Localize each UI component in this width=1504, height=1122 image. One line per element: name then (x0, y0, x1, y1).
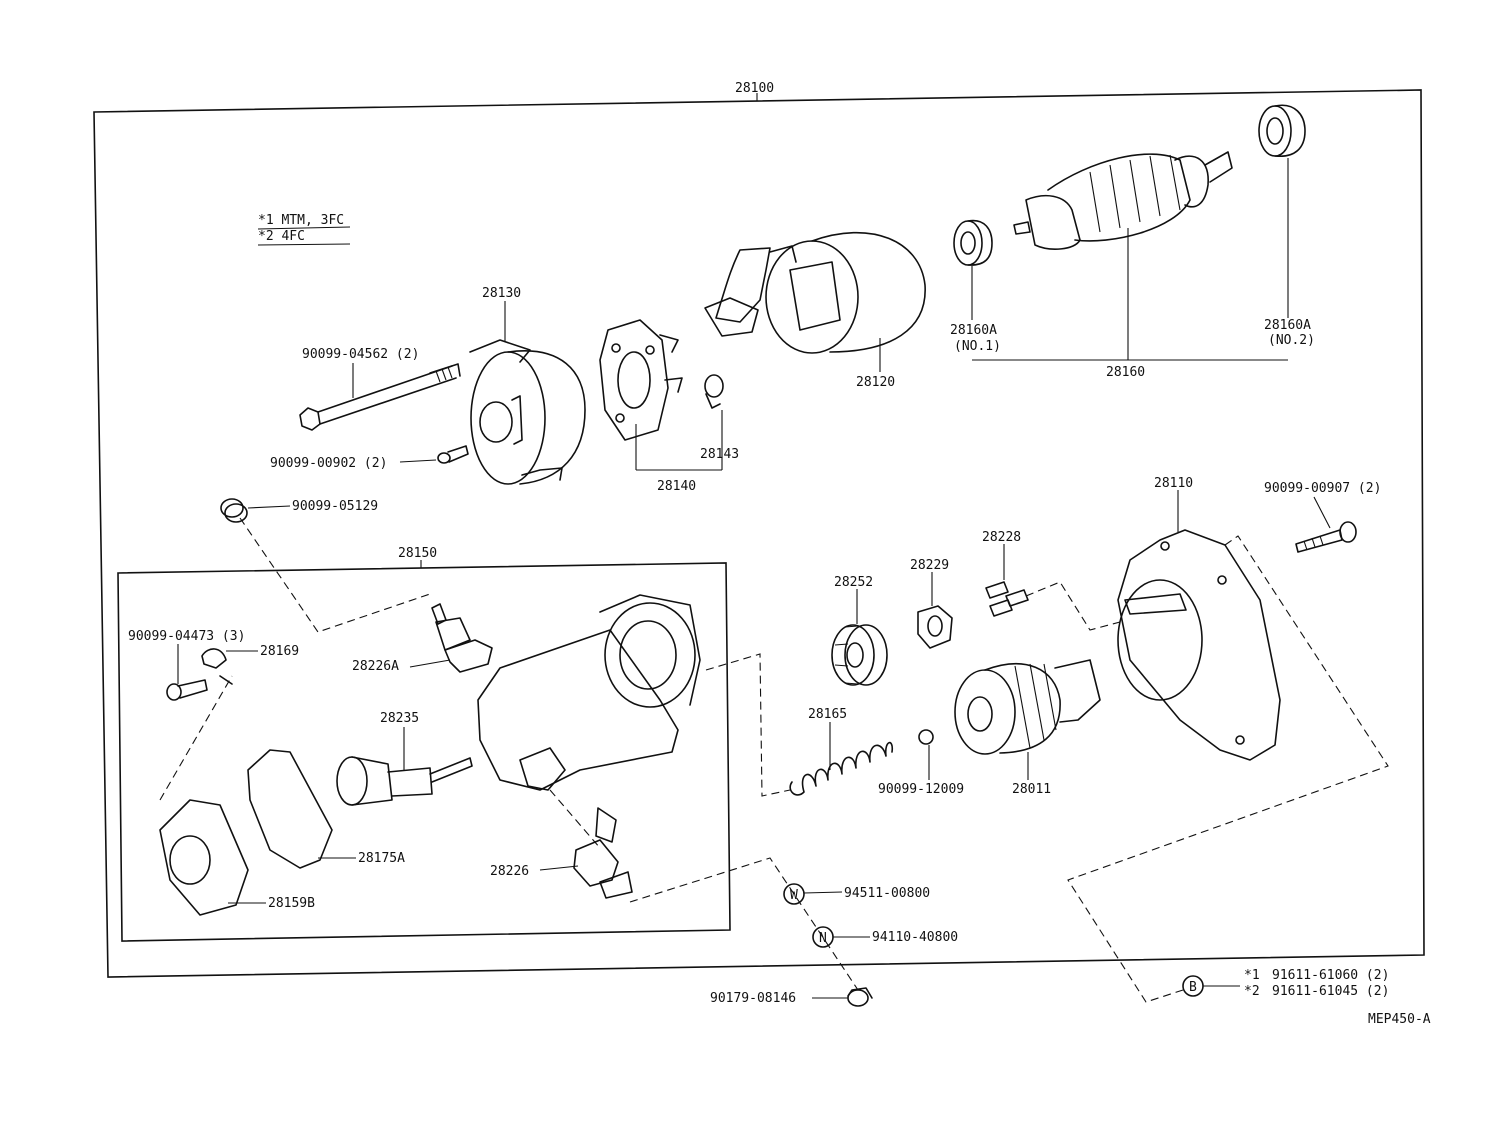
bearing-no2-part (1258, 104, 1306, 157)
retainer-part (917, 605, 953, 649)
return-spring-part (789, 741, 894, 796)
grommet-part (220, 498, 248, 523)
callout-28160: 28160 (1106, 365, 1145, 380)
washer-symbol-letter: W (790, 888, 798, 903)
callout-28130: 28130 (482, 286, 521, 301)
callout-94110-40800: 94110-40800 (872, 930, 958, 945)
assembly-label: 28100 (735, 81, 774, 96)
screw-part (437, 445, 469, 464)
brush-spring-part (704, 374, 724, 409)
callout-28160a-no1: 28160A (950, 323, 997, 338)
callout-b-part-1: 91611-61060 (2) (1272, 968, 1389, 983)
starter-housing-part (1117, 529, 1281, 761)
callout-90099-04562: 90099-04562 (2) (302, 347, 419, 362)
callout-28143: 28143 (700, 447, 739, 462)
subassembly-frame (117, 562, 731, 942)
magnet-bolt-part (166, 679, 208, 701)
steel-ball-part (918, 729, 934, 745)
dashed-path-housing (1067, 535, 1389, 1003)
callout-90099-00907: 90099-00907 (2) (1264, 481, 1381, 496)
bearing-no1-part (953, 219, 993, 266)
subassembly-label: 28150 (398, 546, 437, 561)
contact-a-part (431, 603, 493, 673)
armature-part (1013, 151, 1233, 250)
field-yoke-part (704, 231, 926, 354)
callout-28169: 28169 (260, 644, 299, 659)
dashed-path-contact (629, 857, 859, 991)
washer-symbol (783, 883, 805, 905)
callout-28159b: 28159B (268, 896, 315, 911)
end-cover-part (159, 799, 249, 916)
diagram-code: MEP450-A (1368, 1012, 1431, 1027)
gasket-part (247, 749, 333, 869)
plunger-part (336, 756, 473, 806)
callout-28120: 28120 (856, 375, 895, 390)
callout-b-mark-1: *1 (1244, 968, 1260, 983)
note-2-underline (257, 243, 351, 246)
callout-28226: 28226 (490, 864, 529, 879)
callout-28110: 28110 (1154, 476, 1193, 491)
callout-28229: 28229 (910, 558, 949, 573)
nut-symbol-letter: N (819, 931, 827, 946)
note-1: *1 MTM, 3FC (258, 213, 344, 228)
dashed-path-switch (549, 789, 601, 849)
callout-90099-04473: 90099-04473 (3) (128, 629, 245, 644)
callout-90179-08146: 90179-08146 (710, 991, 796, 1006)
callout-90099-12009: 90099-12009 (878, 782, 964, 797)
callout-b-part-2: 91611-61045 (2) (1272, 984, 1389, 999)
magnetic-switch-housing-part (477, 594, 701, 791)
contact-part (573, 807, 633, 899)
through-bolt-part (299, 363, 461, 431)
housing-bolt-part (1295, 521, 1357, 553)
callout-28140: 28140 (657, 479, 696, 494)
terminal-cap-part (847, 987, 873, 1007)
callout-28160a-no1-sub: (NO.1) (954, 339, 1001, 354)
callout-b-mark-2: *2 (1244, 984, 1260, 999)
note-1-underline (257, 226, 351, 230)
callout-90099-05129: 90099-05129 (292, 499, 378, 514)
dashed-path-spring (705, 653, 791, 797)
dashed-path-grommet (239, 517, 431, 633)
callout-28228: 28228 (982, 530, 1021, 545)
callout-94511-00800: 94511-00800 (844, 886, 930, 901)
callout-28160a-no2: 28160A (1264, 318, 1311, 333)
starter-clutch-part (954, 659, 1101, 755)
callout-28226a: 28226A (352, 659, 399, 674)
callout-28160a-no2-sub: (NO.2) (1268, 333, 1315, 348)
dashed-path-end-cover (159, 675, 233, 801)
dashed-path-rollers (1025, 581, 1121, 631)
note-2: *2 4FC (258, 229, 305, 244)
callout-28175a: 28175A (358, 851, 405, 866)
callout-28011: 28011 (1012, 782, 1051, 797)
terminal-part (201, 648, 233, 685)
commutator-end-frame-part (469, 339, 586, 485)
brush-holder-part (599, 319, 683, 441)
bolt-b-symbol-letter: B (1189, 980, 1197, 995)
callout-28235: 28235 (380, 711, 419, 726)
idler-gear-part (831, 624, 888, 686)
assembly-frame (93, 89, 1425, 978)
callout-28252: 28252 (834, 575, 873, 590)
callout-90099-00902: 90099-00902 (2) (270, 456, 387, 471)
rollers-part (985, 581, 1029, 617)
callout-28165: 28165 (808, 707, 847, 722)
